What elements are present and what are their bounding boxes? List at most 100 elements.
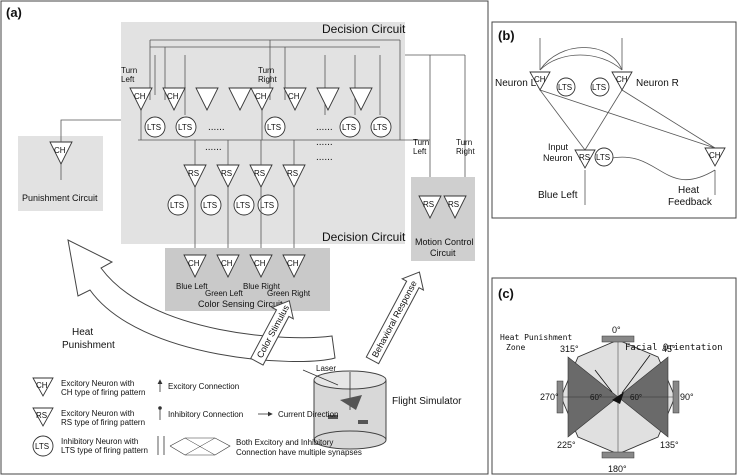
panel-b-neurons	[529, 71, 726, 169]
decision-lts-neurons	[144, 116, 392, 138]
ellipsis-2: ......	[316, 122, 333, 133]
svg-text:135°: 135°	[660, 440, 679, 450]
svg-text:CH: CH	[534, 75, 546, 84]
svg-text:LTS: LTS	[342, 123, 356, 132]
punishment-circuit-label: Punishment Circuit	[22, 193, 98, 203]
svg-text:RS: RS	[188, 169, 199, 178]
svg-text:180°: 180°	[608, 464, 627, 474]
svg-text:LTS: LTS	[35, 442, 49, 451]
svg-text:CH: CH	[134, 92, 146, 101]
svg-text:Connection have multiple synap: Connection have multiple synapses	[236, 448, 362, 457]
heat-feedback-label-1: Heat	[678, 185, 699, 196]
svg-text:LTS: LTS	[558, 83, 572, 92]
color-ch-labels: CH CH CH CH	[188, 259, 299, 268]
lower-lts-labels: LTS LTS LTS LTS	[170, 201, 274, 210]
decision-circuit-title-bottom: Decision Circuit	[322, 230, 406, 244]
svg-text:LTS: LTS	[267, 123, 281, 132]
rs-connections	[194, 140, 295, 255]
panel-b: (b) CH CH LTS LTS	[491, 21, 737, 219]
panel-c: (c) Facial Orientation Heat Punishment Z…	[491, 277, 737, 475]
svg-text:Excitory Connection: Excitory Connection	[168, 382, 239, 391]
input-neuron-label-1: Input	[548, 142, 569, 152]
svg-text:45°: 45°	[662, 344, 676, 354]
turn-right-label-1: Turn	[258, 66, 274, 75]
svg-text:Current Direction: Current Direction	[278, 410, 338, 419]
svg-text:LTS: LTS	[178, 123, 192, 132]
svg-text:270°: 270°	[540, 392, 559, 402]
svg-text:RS: RS	[287, 169, 298, 178]
svg-text:Both Excitory and Inhibitory: Both Excitory and Inhibitory	[236, 438, 333, 447]
svg-text:RS: RS	[221, 169, 232, 178]
motion-rs-label-2: RS	[448, 200, 459, 209]
ellipsis-1: ......	[208, 122, 225, 133]
svg-text:315°: 315°	[560, 344, 579, 354]
motion-turn-right-1: Turn	[456, 138, 472, 147]
neuron-r-label: Neuron R	[636, 78, 679, 89]
panel-a-label: (a)	[6, 5, 22, 20]
motion-rs-neurons	[418, 195, 467, 220]
svg-text:LTS: LTS	[260, 201, 274, 210]
decision-circuit-title-top: Decision Circuit	[322, 22, 406, 36]
svg-text:LTS: LTS	[147, 123, 161, 132]
svg-text:LTS type of firing pattern: LTS type of firing pattern	[61, 446, 148, 455]
svg-text:60°: 60°	[590, 393, 602, 402]
decision-rs-neurons	[183, 164, 306, 189]
motion-turn-left-2: Left	[413, 147, 427, 156]
svg-text:RS: RS	[36, 411, 47, 420]
laser-label: Laser	[316, 364, 336, 373]
svg-text:Inhibitory Neuron with: Inhibitory Neuron with	[61, 437, 138, 446]
svg-text:Inhibitory Connection: Inhibitory Connection	[168, 410, 243, 419]
panel-b-blue-left-label: Blue Left	[538, 190, 578, 201]
green-right-label: Green Right	[267, 289, 311, 298]
color-ch-neurons	[183, 254, 306, 279]
svg-text:Excitory Neuron with: Excitory Neuron with	[61, 409, 134, 418]
turn-left-label-2: Left	[121, 75, 135, 84]
heat-punishment-zone-label-2: Zone	[506, 343, 525, 352]
ellipsis-4: ......	[316, 152, 333, 163]
svg-text:60°: 60°	[630, 393, 642, 402]
panel-c-label: (c)	[498, 286, 514, 301]
svg-text:CH: CH	[188, 259, 200, 268]
svg-text:LTS: LTS	[203, 201, 217, 210]
panel-b-border	[491, 21, 737, 219]
svg-text:CH: CH	[221, 259, 233, 268]
lower-lts-neurons	[167, 194, 279, 216]
flight-simulator	[313, 370, 387, 450]
svg-text:RS: RS	[254, 169, 265, 178]
panel-b-connections	[539, 38, 716, 205]
svg-text:LTS: LTS	[373, 123, 387, 132]
svg-text:225°: 225°	[557, 440, 576, 450]
turn-right-label-2: Right	[258, 75, 277, 84]
svg-text:LTS: LTS	[170, 201, 184, 210]
panel-b-label: (b)	[498, 28, 515, 43]
punishment-feedback-line	[60, 119, 121, 142]
angle-labels: 0° 45° 90° 135° 180° 225° 270° 315° 60° …	[540, 325, 694, 474]
ellipsis-3: ......	[316, 137, 333, 148]
legend: CH Excitory Neuron with CH type of firin…	[32, 377, 362, 457]
motion-turn-left-1: Turn	[413, 138, 429, 147]
flight-simulator-label: Flight Simulator	[392, 396, 462, 407]
svg-text:LTS: LTS	[592, 83, 606, 92]
svg-text:90°: 90°	[680, 392, 694, 402]
svg-text:0°: 0°	[612, 325, 621, 335]
svg-text:CH: CH	[255, 92, 267, 101]
svg-text:CH: CH	[167, 92, 179, 101]
svg-text:CH type of firing pattern: CH type of firing pattern	[61, 388, 145, 397]
motion-turn-right-2: Right	[456, 147, 475, 156]
heat-punishment-label-2: Punishment	[62, 340, 115, 351]
decision-rs-labels: RS RS RS RS	[188, 169, 298, 178]
input-neuron-label-2: Neuron	[543, 153, 573, 163]
svg-text:RS: RS	[579, 153, 590, 162]
heat-feedback-label-2: Feedback	[668, 197, 713, 208]
decision-lts-labels: LTS LTS LTS LTS LTS	[147, 123, 387, 132]
svg-text:CH: CH	[616, 75, 628, 84]
svg-text:RS type of firing pattern: RS type of firing pattern	[61, 418, 145, 427]
panel-b-neuron-labels: CH CH LTS LTS RS LTS CH	[534, 75, 721, 162]
svg-text:CH: CH	[709, 151, 721, 160]
turn-left-label-1: Turn	[121, 66, 137, 75]
punishment-ch-label: CH	[54, 146, 66, 155]
motion-control-label-1: Motion Control	[415, 237, 474, 247]
svg-text:CH: CH	[36, 381, 48, 390]
blue-right-label: Blue Right	[243, 282, 281, 291]
